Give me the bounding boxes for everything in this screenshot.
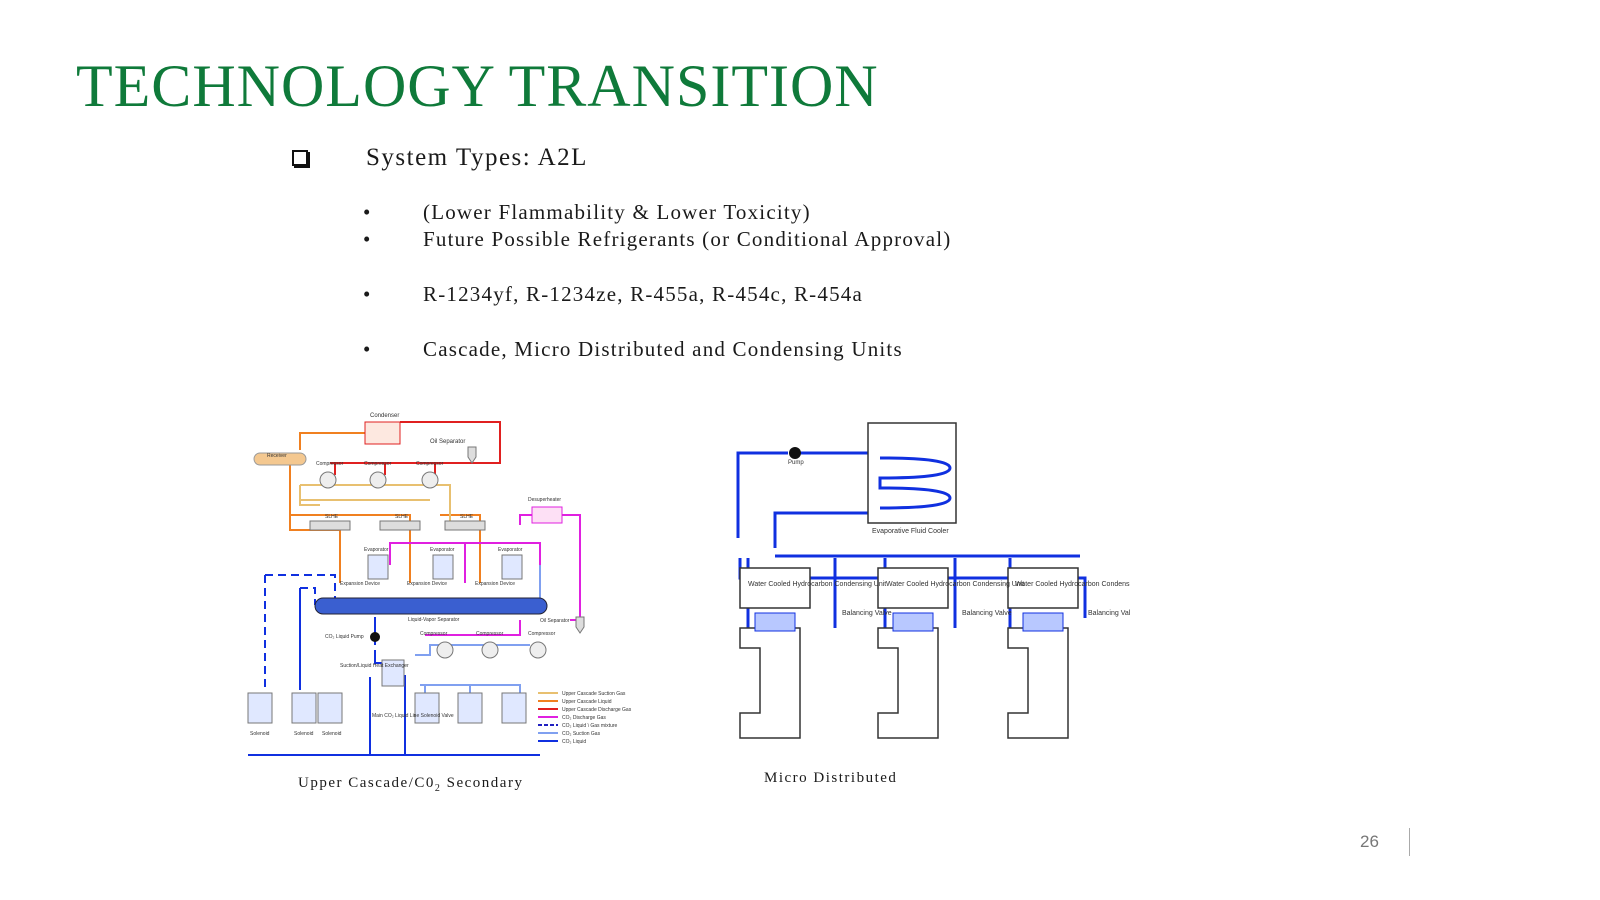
cascade-legend: Upper Cascade Suction Gas Upper Cascade … <box>538 691 632 745</box>
cascade-caption: Upper Cascade/C02 Secondary <box>298 775 524 794</box>
svg-text:Expansion Device: Expansion Device <box>407 581 447 587</box>
svg-text:Oil Separator: Oil Separator <box>540 618 570 624</box>
cascade-diagram: Condenser Oil Separator Receiver Compres… <box>247 413 632 756</box>
svg-text:Upper Cascade Liquid: Upper Cascade Liquid <box>562 699 612 705</box>
svg-text:Main CO₂ Liquid Line Solenoid: Main CO₂ Liquid Line Solenoid Valve <box>372 713 454 719</box>
svg-text:Balancing Valve: Balancing Valve <box>1088 610 1130 617</box>
svg-text:Solenoid: Solenoid <box>322 731 342 737</box>
checkbox-bullet-icon <box>292 150 308 166</box>
svg-text:Balancing Valve: Balancing Valve <box>842 610 892 617</box>
page-number: 26 <box>1360 832 1379 851</box>
svg-text:Evaporative Fluid Cooler: Evaporative Fluid Cooler <box>872 528 949 535</box>
svg-text:Suction/Liquid Heat Exchanger: Suction/Liquid Heat Exchanger <box>340 663 409 669</box>
svg-text:Evaporator: Evaporator <box>364 547 389 553</box>
svg-text:SLHE: SLHE <box>460 514 474 520</box>
svg-text:Balancing Valve: Balancing Valve <box>962 610 1012 617</box>
svg-text:Compressor: Compressor <box>316 461 344 467</box>
svg-text:Evaporator: Evaporator <box>430 547 455 553</box>
svg-text:Condenser: Condenser <box>370 413 399 419</box>
svg-text:Evaporator: Evaporator <box>498 547 523 553</box>
svg-text:Water Cooled Hydrocarbon Conde: Water Cooled Hydrocarbon Condensing Unit <box>886 581 1024 588</box>
svg-text:Compressor: Compressor <box>420 631 448 637</box>
svg-text:Pump: Pump <box>788 460 804 466</box>
svg-text:Expansion Device: Expansion Device <box>340 581 380 587</box>
system-types-heading-row: System Types: A2L <box>292 143 588 173</box>
svg-text:Compressor: Compressor <box>476 631 504 637</box>
system-types-heading: System Types: A2L <box>366 144 588 171</box>
svg-text:CO₂ Discharge Gas: CO₂ Discharge Gas <box>562 715 606 721</box>
svg-text:SLHE: SLHE <box>325 514 339 520</box>
svg-text:CO₂ Suction Gas: CO₂ Suction Gas <box>562 731 601 737</box>
svg-text:Oil Separator: Oil Separator <box>430 439 465 445</box>
svg-text:Compressor: Compressor <box>364 461 392 467</box>
micro-distributed-caption: Micro Distributed <box>764 770 898 786</box>
svg-text:Water Cooled Hydrocarbon Conde: Water Cooled Hydrocarbon Condensing Unit <box>1015 581 1130 588</box>
page-number-divider <box>1409 828 1410 856</box>
svg-text:Desuperheater: Desuperheater <box>528 497 561 503</box>
svg-text:CO₂ Liquid Pump: CO₂ Liquid Pump <box>325 634 364 640</box>
svg-text:Solenoid: Solenoid <box>294 731 314 737</box>
micro-distributed-diagram: Evaporative Fluid Cooler Pump Water Cool… <box>736 422 1130 739</box>
svg-text:Water Cooled Hydrocarbon Conde: Water Cooled Hydrocarbon Condensing Unit <box>748 581 886 588</box>
svg-text:CO₂ Liquid \ Gas mixture: CO₂ Liquid \ Gas mixture <box>562 723 618 729</box>
svg-text:Compressor: Compressor <box>528 631 556 637</box>
svg-text:Receiver: Receiver <box>267 453 287 459</box>
svg-text:CO₂ Liquid: CO₂ Liquid <box>562 739 586 745</box>
svg-text:Liquid-Vapor Separator: Liquid-Vapor Separator <box>408 617 460 623</box>
svg-text:Expansion Device: Expansion Device <box>475 581 515 587</box>
svg-text:SLHE: SLHE <box>395 514 409 520</box>
svg-text:Solenoid: Solenoid <box>250 731 270 737</box>
svg-text:Upper Cascade Suction Gas: Upper Cascade Suction Gas <box>562 691 626 697</box>
svg-text:Compressor: Compressor <box>416 461 444 467</box>
svg-text:Upper Cascade Discharge Gas: Upper Cascade Discharge Gas <box>562 707 632 713</box>
slide-title: TECHNOLOGY TRANSITION <box>76 53 879 119</box>
